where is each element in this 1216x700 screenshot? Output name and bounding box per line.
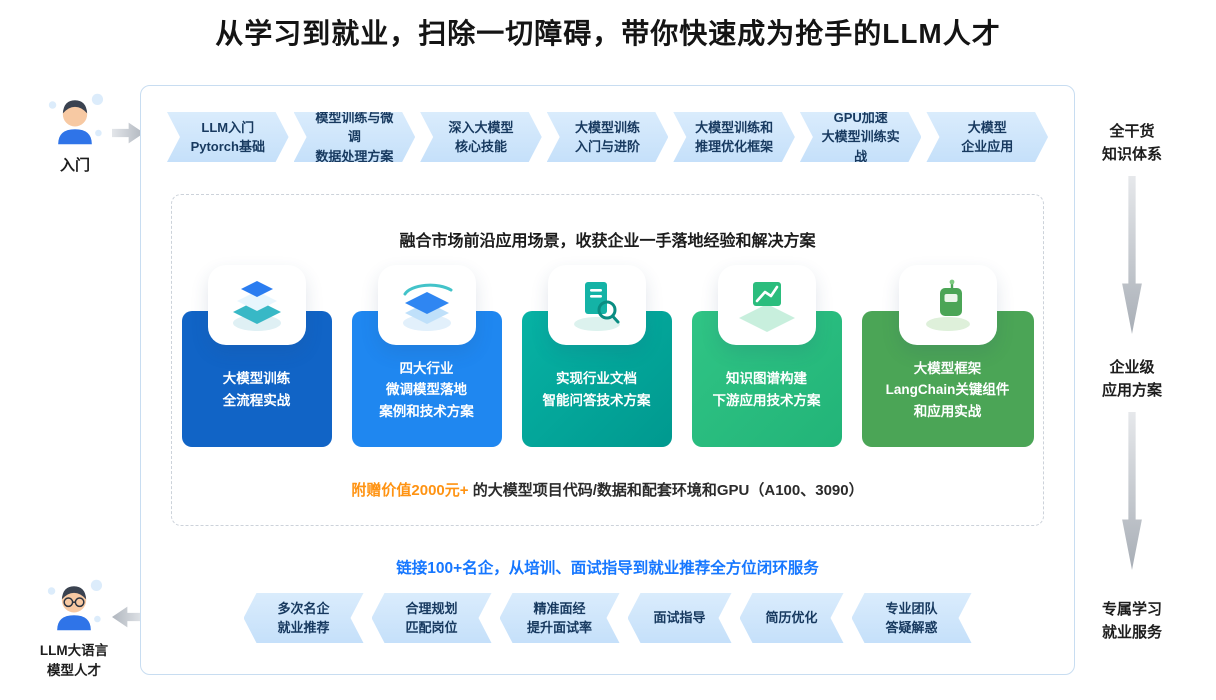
services-heading: 链接100+名企，从培训、面试指导到就业推荐全方位闭环服务 bbox=[396, 560, 819, 577]
top-flow-step: 大模型 企业应用 bbox=[926, 112, 1048, 162]
side-label-enterprise: 企业级 应用方案 bbox=[1101, 359, 1162, 400]
service-step: 简历优化 bbox=[740, 593, 844, 643]
langchain-robot-icon bbox=[898, 265, 997, 345]
doc-qa-icon bbox=[547, 265, 646, 345]
projects-heading: 融合市场前沿应用场景，收获企业一手落地经验和解决方案 bbox=[399, 233, 816, 250]
top-flow-step: 大模型训练和 推理优化框架 bbox=[673, 112, 795, 162]
knowledge-graph-icon bbox=[717, 265, 816, 345]
arrow-down-icon bbox=[1122, 412, 1142, 570]
entry-label: 入门 bbox=[59, 157, 90, 174]
bonus-highlight: 附赠价值2000元+ bbox=[351, 482, 469, 499]
service-step: 专业团队 答疑解惑 bbox=[852, 593, 972, 643]
projects-panel: 融合市场前沿应用场景，收获企业一手落地经验和解决方案 大模型训练 全流程实战 bbox=[171, 194, 1044, 526]
project-card: 实现行业文档 智能问答技术方案 bbox=[521, 265, 672, 447]
entry-figure: 入门 bbox=[36, 90, 114, 177]
project-cards: 大模型训练 全流程实战 四大行业 微调模型落地 案例和技术方案 bbox=[172, 265, 1043, 447]
exit-label: LLM大语言 模型人才 bbox=[39, 643, 109, 678]
top-flow-step: 大模型训练 入门与进阶 bbox=[547, 112, 669, 162]
graduate-avatar-icon bbox=[47, 579, 103, 631]
curriculum-flow: LLM入门 Pytorch基础 模型训练与微调 数据处理方案 深入大模型 核心技… bbox=[167, 112, 1048, 162]
project-card: 四大行业 微调模型落地 案例和技术方案 bbox=[351, 265, 502, 447]
finetune-cube-icon bbox=[377, 265, 476, 345]
project-card: 大模型训练 全流程实战 bbox=[181, 265, 332, 447]
top-flow-step: 模型训练与微调 数据处理方案 bbox=[294, 112, 416, 162]
page-title: 从学习到就业，扫除一切障碍，带你快速成为抢手的LLM人才 bbox=[215, 18, 1001, 49]
student-avatar-icon bbox=[48, 93, 104, 145]
service-step: 多次名企 就业推荐 bbox=[244, 593, 364, 643]
main-frame: LLM入门 Pytorch基础 模型训练与微调 数据处理方案 深入大模型 核心技… bbox=[140, 85, 1075, 675]
service-step: 面试指导 bbox=[628, 593, 732, 643]
project-card: 大模型框架 LangChain关键组件 和应用实战 bbox=[861, 265, 1034, 447]
top-flow-step: GPU加速 大模型训练实战 bbox=[800, 112, 922, 162]
top-flow-step: LLM入门 Pytorch基础 bbox=[167, 112, 289, 162]
service-step: 合理规划 匹配岗位 bbox=[372, 593, 492, 643]
exit-figure: LLM大语言 模型人才 bbox=[26, 576, 122, 680]
bonus-rest: 的大模型项目代码/数据和配套环境和GPU（A100、3090） bbox=[468, 482, 864, 499]
bonus-line: 附赠价值2000元+ 的大模型项目代码/数据和配套环境和GPU（A100、309… bbox=[172, 479, 1043, 500]
arrow-down-icon bbox=[1122, 176, 1142, 334]
project-card: 知识图谱构建 下游应用技术方案 bbox=[691, 265, 842, 447]
side-label-employment: 专属学习 就业服务 bbox=[1101, 601, 1162, 642]
services-flow: 多次名企 就业推荐 合理规划 匹配岗位 精准面经 提升面试率 面试指导 简历优化… bbox=[141, 593, 1074, 643]
top-flow-step: 深入大模型 核心技能 bbox=[420, 112, 542, 162]
training-stack-icon bbox=[207, 265, 306, 345]
side-label-knowledge: 全干货 知识体系 bbox=[1101, 123, 1162, 164]
service-step: 精准面经 提升面试率 bbox=[500, 593, 620, 643]
